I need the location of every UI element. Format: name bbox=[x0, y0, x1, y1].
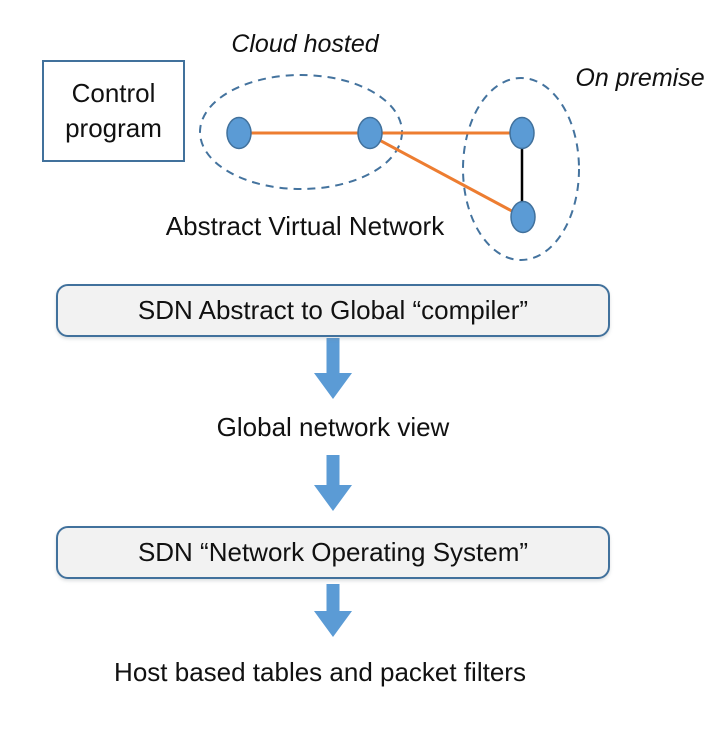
abstract-virtual-network-label: Abstract Virtual Network bbox=[165, 211, 445, 241]
node-onprem-top bbox=[509, 116, 535, 150]
cloud-hosted-label: Cloud hosted bbox=[231, 30, 379, 58]
on-premise-ellipse bbox=[462, 77, 580, 261]
compiler-box: SDN Abstract to Global “compiler” bbox=[56, 284, 610, 337]
down-arrow-icon-3 bbox=[314, 584, 352, 637]
compiler-box-label: SDN Abstract to Global “compiler” bbox=[137, 295, 529, 325]
down-arrow-icon-1 bbox=[314, 338, 352, 399]
down-arrow-icon-2 bbox=[314, 455, 352, 511]
node-cloud-left bbox=[226, 116, 252, 150]
control-program-line1: Control bbox=[71, 78, 156, 108]
link-cloud-to-onprem-bottom bbox=[369, 133, 524, 219]
node-onprem-bottom bbox=[510, 200, 536, 234]
control-program-box: Control program bbox=[42, 60, 185, 162]
on-premise-label: On premise bbox=[575, 64, 705, 92]
control-program-line2: program bbox=[65, 113, 162, 143]
network-operating-system-box-label: SDN “Network Operating System” bbox=[137, 537, 529, 567]
host-based-tables-label: Host based tables and packet filters bbox=[114, 657, 526, 687]
network-operating-system-box: SDN “Network Operating System” bbox=[56, 526, 610, 579]
node-cloud-right bbox=[357, 116, 383, 150]
global-network-view-label: Global network view bbox=[216, 412, 450, 442]
